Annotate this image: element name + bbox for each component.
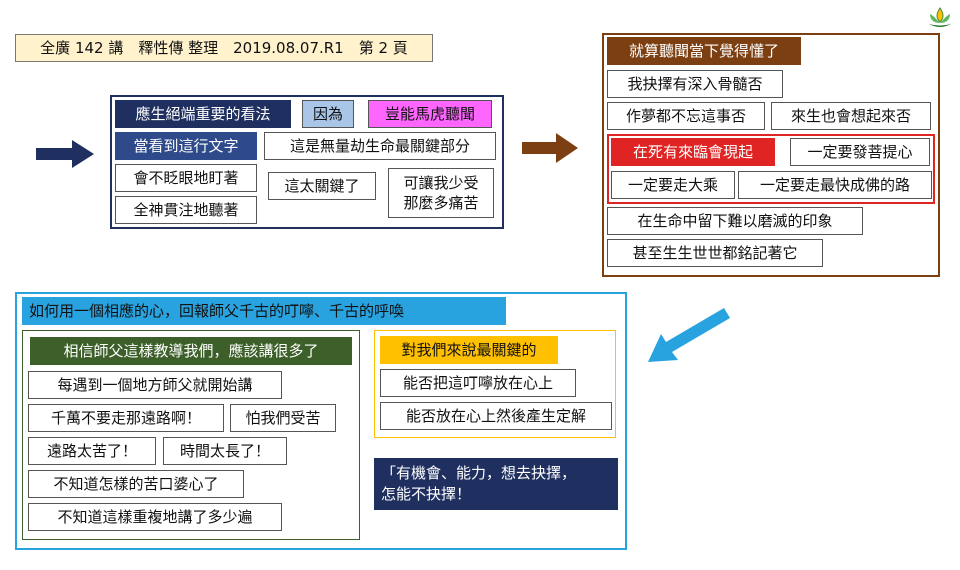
imprint-box: 在生命中留下難以磨滅的印象 [607,207,863,235]
down-left-arrow-cyan-icon [648,308,730,362]
forever-box: 甚至生生世世都銘記著它 [607,239,823,267]
certainty-box: 能否放在心上然後產生定解 [380,402,612,430]
lotus-logo-icon [926,6,954,30]
full-focus-box: 全神貫注地聽著 [115,196,257,224]
bodhicitta-box: 一定要發菩提心 [790,138,930,166]
tag-how-careless: 豈能馬虎聽聞 [368,100,492,128]
death-group-frame [607,134,935,204]
too-long-box: 時間太長了！ [163,437,287,465]
question-deep-box: 我抉擇有深入骨髓否 [607,70,783,98]
green-title: 相信師父這樣教導我們，應該講很多了 [30,337,352,365]
highlight-seeing-text: 當看到這行文字 [115,132,257,160]
teach-everywhere-box: 每遇到一個地方師父就開始講 [28,371,282,399]
block-why-important [110,95,504,229]
key-part-box: 這是無量劫生命最關鍵部分 [264,132,496,160]
question-next-life-box: 來生也會想起來否 [771,102,931,130]
block2-title: 就算聽聞當下覺得懂了 [607,37,801,65]
too-key-box: 這太關鍵了 [268,172,376,200]
page-header: 全廣 142 講 釋性傳 整理 2019.08.07.R1 第 2 頁 [15,34,433,62]
keep-in-heart-box: 能否把這叮嚀放在心上 [380,369,576,397]
gold-key-frame [374,330,616,438]
eyes-staring-box: 會不眨眼地盯著 [115,164,257,192]
earnest-box: 不知道怎樣的苦口婆心了 [28,470,244,498]
gold-title: 對我們來說最關鍵的 [380,336,558,364]
block-even-if-understood [602,33,940,277]
less-pain-box: 可讓我少受 那麼多痛苦 [388,168,494,218]
right-arrow-brown-icon [522,133,578,163]
mahayana-box: 一定要走大乘 [611,171,735,199]
dont-go-far-box: 千萬不要走那遠路啊！ [28,404,224,432]
question-dream-box: 作夢都不忘這事否 [607,102,765,130]
repeated-box: 不知道這樣重複地講了多少遍 [28,503,282,531]
too-painful-box: 遠路太苦了！ [28,437,156,465]
block-how-to-repay [15,292,627,550]
tag-because: 因為 [302,100,354,128]
block1-title: 應生絕端重要的看法 [115,100,291,128]
quote-box: 「有機會、能力，想去抉擇， 怎能不抉擇！ [374,458,618,510]
right-arrow-navy-icon [36,140,94,168]
fear-suffer-box: 怕我們受苦 [230,404,336,432]
death-arise-box: 在死有來臨會現起 [611,138,775,166]
fastest-path-box: 一定要走最快成佛的路 [738,171,932,199]
green-teaching-frame [22,330,360,540]
block3-title: 如何用一個相應的心，回報師父千古的叮嚀、千古的呼喚 [22,297,506,325]
